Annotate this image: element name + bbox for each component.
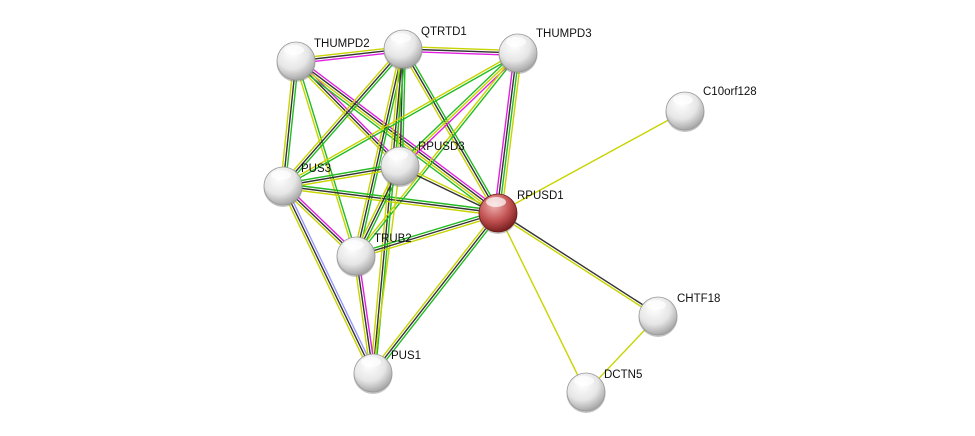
edge-evidence-database [374,214,501,375]
edge-evidence-textmining [356,214,499,259]
edge-evidence-database [397,50,517,165]
edge-evidence-experiments [297,57,501,211]
edge-evidence-database [284,50,406,189]
node-CHTF18[interactable]: CHTF18 [638,293,721,337]
node-highlight [391,33,411,43]
edge-evidence-homology [284,184,376,373]
node-highlight [344,240,364,250]
edge-evidence-database [283,53,519,188]
edge-evidence-textmining [500,53,523,214]
edge-evidence-database [283,182,499,212]
node-highlight [486,197,506,207]
edge-RPUSD1-C10orf128 [497,110,686,214]
edge-evidence-database [282,162,400,185]
edge-PUS3-RPUSD3 [282,162,401,190]
node-highlight [361,357,381,367]
edge-evidence-coexpression [282,185,374,374]
edge-evidence-database [404,47,501,213]
edge-evidence-textmining [497,110,686,214]
edge-evidence-textmining [294,61,356,257]
node-highlight [506,37,526,47]
node-RPUSD3[interactable]: RPUSD3 [380,141,465,187]
node-highlight [284,45,304,55]
edge-evidence-coexpression [282,48,404,187]
node-highlight [574,376,594,386]
edge-QTRTD1-RPUSD1 [400,47,501,215]
node-PUS1[interactable]: PUS1 [353,350,422,394]
node-label: TRUB2 [374,233,412,245]
edge-evidence-textmining [282,187,498,217]
node-PUS3[interactable]: PUS3 [263,163,332,207]
edge-THUMPD2-TRUB2 [294,60,358,257]
node-QTRTD1[interactable]: QTRTD1 [383,26,467,70]
node-label: C10orf128 [703,86,757,98]
edge-evidence-textmining [283,167,401,190]
node-C10orf128[interactable]: C10orf128 [665,86,757,132]
node-TRUB2[interactable]: TRUB2 [336,233,412,277]
edge-evidence-coexpression [372,48,404,374]
edge-evidence-database [296,60,358,256]
edge-evidence-textmining [369,48,402,373]
node-label: PUS3 [301,163,331,175]
edge-evidence-coexpression [498,211,660,316]
edge-TRUB2-RPUSD1 [355,210,499,259]
edge-evidence-textmining [293,62,399,169]
edge-THUMPD3-RPUSD1 [493,52,523,214]
node-THUMPD3[interactable]: THUMPD3 [498,28,592,74]
edge-evidence-coexpression [372,212,499,374]
node-label: RPUSD3 [418,141,465,153]
edge-evidence-textmining [294,61,498,215]
edge-evidence-database [284,61,300,187]
edge-RPUSD1-CHTF18 [496,211,660,318]
edge-evidence-textmining [352,48,402,256]
edge-evidence-experiments [493,52,516,213]
edge-evidence-textmining [496,213,658,318]
edge-evidence-textmining [354,51,518,256]
edge-evidence-textmining [279,60,295,186]
node-label: CHTF18 [677,293,720,305]
edge-THUMPD3-TRUB2 [354,51,520,258]
edge-evidence-coexpression [402,48,499,214]
edge-RPUSD1-DCTN5 [497,212,587,393]
edge-evidence-coexpression [355,48,404,257]
edge-evidence-textmining [280,186,372,375]
edge-evidence-textmining [280,46,402,185]
edge-evidence-coexpression [282,185,499,214]
node-THUMPD2[interactable]: THUMPD2 [276,38,370,82]
node-DCTN5[interactable]: DCTN5 [566,369,643,413]
edge-evidence-coexpression [282,165,401,187]
edge-RPUSD1-PUS1 [370,211,501,375]
node-highlight [673,95,693,105]
edge-evidence-textmining [400,49,497,215]
edge-PUS3-RPUSD1 [282,182,499,217]
edge-PUS3-PUS1 [280,184,376,375]
edge-QTRTD1-PUS3 [280,46,406,189]
node-highlight [646,300,666,310]
edge-evidence-database [356,53,520,258]
edge-evidence-textmining [372,165,401,374]
edge-THUMPD3-PUS3 [282,51,519,188]
edge-evidence-textmining [282,51,518,186]
node-label: RPUSD1 [517,190,564,202]
edge-evidence-database [498,53,520,214]
edge-evidence-database [355,210,498,255]
edge-evidence-textmining [497,212,587,393]
node-label: QTRTD1 [421,26,467,38]
edge-evidence-textmining [399,52,519,167]
node-label: DCTN5 [604,369,642,381]
edge-evidence-coexpression [496,52,518,213]
node-RPUSD1[interactable]: RPUSD1 [478,190,564,234]
node-label: THUMPD2 [314,38,370,50]
node-label: THUMPD3 [536,28,592,40]
node-label: PUS1 [391,350,421,362]
node-highlight [271,170,291,180]
node-highlight [388,150,408,160]
edge-RPUSD3-PUS1 [372,165,401,374]
edge-evidence-coexpression [355,212,499,257]
edge-evidence-textmining [370,211,497,372]
